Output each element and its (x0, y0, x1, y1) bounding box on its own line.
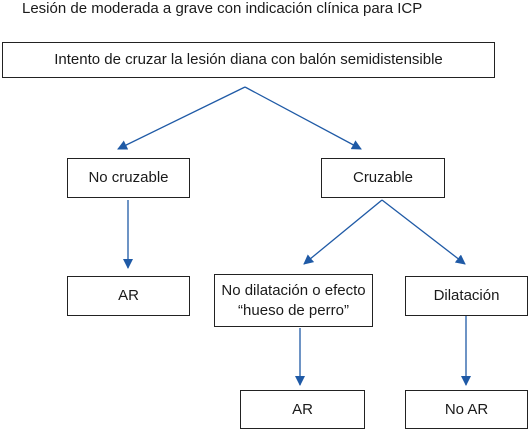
no-cruzable-node: No cruzable (67, 158, 190, 198)
arrow-root-to-cruzable (244, 86, 362, 150)
dilatacion-node: Dilatación (405, 276, 528, 316)
arrow-cruzable-to-dilatacion (381, 199, 466, 265)
no-dilatacion-label-line2: “hueso de perro” (238, 301, 349, 319)
ar-bottom-label: AR (292, 400, 313, 418)
ar-left-label: AR (118, 287, 139, 304)
arrow-cruzable-to-no-dilatacion (303, 199, 383, 265)
ar-bottom-node: AR (240, 390, 365, 429)
no-cruzable-label: No cruzable (88, 169, 169, 186)
no-ar-label: No AR (444, 400, 489, 418)
dilatacion-label: Dilatación (433, 287, 500, 304)
no-dilatacion-label-line1: No dilatación o efecto (221, 281, 366, 299)
root-node-label: Intento de cruzar la lesión diana con ba… (54, 51, 443, 68)
ar-left-node: AR (67, 276, 190, 316)
root-node: Intento de cruzar la lesión diana con ba… (2, 42, 495, 78)
no-dilatacion-node: No dilatación o efecto “hueso de perro” (214, 274, 373, 327)
cruzable-label: Cruzable (352, 169, 414, 186)
cruzable-node: Cruzable (321, 158, 445, 198)
no-ar-node: No AR (405, 390, 528, 429)
diagram-title: Lesión de moderada a grave con indicació… (22, 0, 423, 17)
arrow-root-to-no-cruzable (117, 86, 246, 150)
